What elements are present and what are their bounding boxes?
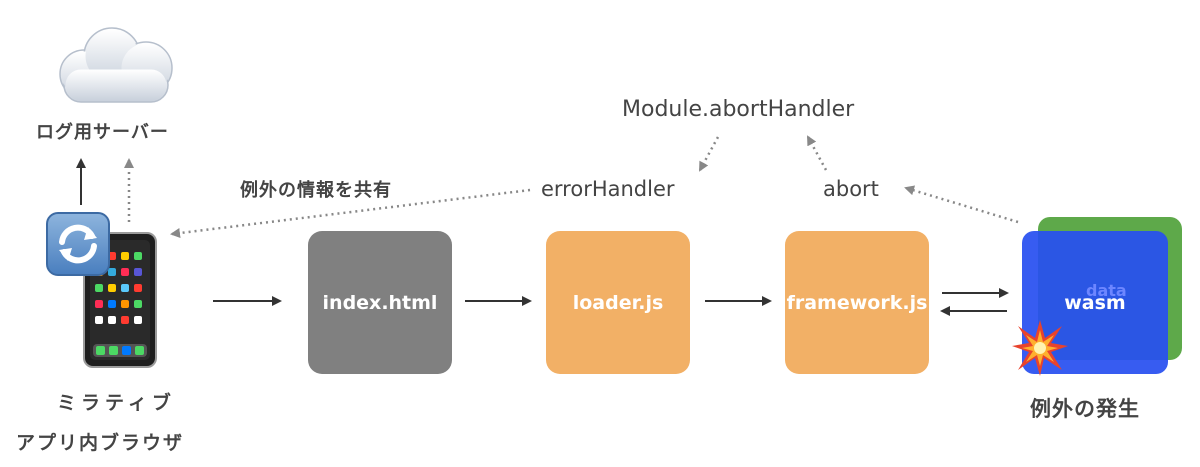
abort-label: abort: [823, 177, 879, 201]
wasm-label: wasm: [1064, 291, 1126, 314]
sync-icon: [46, 212, 110, 276]
framework-js-box: framework.js: [785, 231, 929, 374]
exception-label: 例外の発生: [1030, 397, 1140, 421]
data-label: data: [1086, 281, 1127, 300]
sync-arrows: [59, 224, 97, 264]
dotted-arrow-abort-to-module: [806, 135, 828, 171]
dotted-arrow-errorhandler-to-browser: [170, 188, 531, 238]
app-grid: [93, 252, 147, 357]
module-abort-handler-label: Module.abortHandler: [622, 97, 855, 122]
browser-label-line2: アプリ内ブラウザ: [16, 432, 185, 454]
framework-js-label: framework.js: [786, 291, 928, 314]
dotted-arrow-wasm-to-abort: [904, 185, 1019, 224]
error-handler-label: errorHandler: [541, 177, 675, 201]
dotted-arrow-module-to-errorhandler: [698, 136, 720, 172]
cloud-icon: [59, 27, 173, 103]
share-info-label: 例外の情報を共有: [240, 180, 392, 201]
index-html-box: index.html: [308, 231, 452, 374]
explosion-icon: [1012, 320, 1068, 376]
log-server-label: ログ用サーバー: [36, 122, 169, 143]
browser-label-line1: ミラティブ: [57, 392, 176, 414]
loader-js-box: loader.js: [546, 231, 690, 374]
loader-js-label: loader.js: [572, 291, 664, 314]
index-html-label: index.html: [322, 291, 438, 314]
smartphone-screen: [90, 240, 150, 360]
